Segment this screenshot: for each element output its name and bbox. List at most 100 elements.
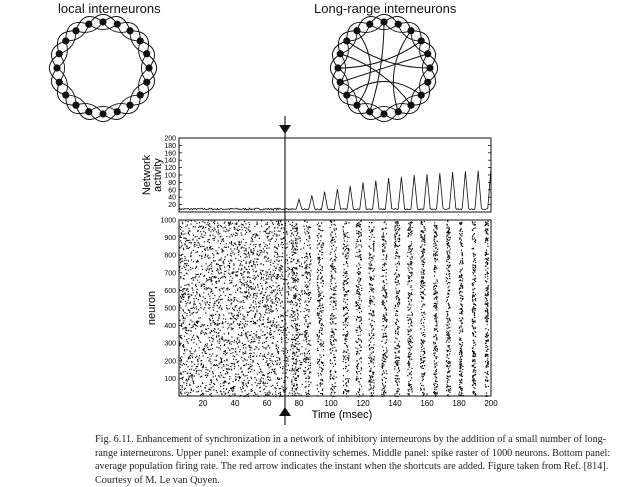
connection-arc [356, 105, 385, 120]
spike-dot-cloud [179, 220, 489, 398]
connection-arc [65, 95, 89, 115]
raster-y-tick-label: 800 [164, 253, 176, 260]
raster-x-tick-label: 40 [231, 399, 240, 408]
raster-y-tick-label: 700 [164, 270, 176, 277]
connection-arc [140, 40, 155, 69]
connection-arc [332, 40, 347, 69]
connection-arc [146, 53, 158, 83]
long-range-connection [392, 30, 412, 112]
connection-arc [337, 82, 357, 106]
interneuron-node [85, 20, 93, 28]
raster-y-tick-label: 300 [164, 341, 176, 348]
connection-arc [56, 30, 76, 54]
connection-arc [369, 111, 399, 123]
interneuron-node [366, 20, 374, 28]
connection-arc [427, 53, 439, 83]
connection-arc [51, 40, 66, 69]
raster-y-tick-label: 1000 [160, 218, 176, 225]
interneuron-node [336, 78, 344, 86]
connection-arc [88, 111, 118, 123]
down-arrow-icon [279, 125, 291, 134]
long-range-connection [369, 21, 385, 112]
connection-arc [102, 16, 131, 31]
interneuron-node [136, 37, 144, 45]
raster-y-axis-label: neuron [146, 291, 158, 325]
long-range-connection [346, 40, 431, 69]
interneuron-node [343, 37, 351, 45]
activity-y-tick-label: 140 [164, 158, 176, 165]
interneuron-node [99, 110, 107, 118]
raster-x-tick-label: 140 [388, 399, 402, 408]
connection-arc [140, 67, 155, 96]
activity-y-axis-label-line2: activity [152, 158, 164, 192]
raster-x-tick-label: 80 [295, 399, 304, 408]
raster-x-tick-label: 160 [420, 399, 434, 408]
interneuron-node [336, 50, 344, 58]
interneuron-node [85, 108, 93, 116]
connection-arc [346, 21, 370, 41]
connection-arc [130, 30, 150, 54]
spike-dots [179, 220, 489, 398]
connection-arc [332, 67, 347, 96]
interneuron-node [407, 101, 415, 109]
interneuron-node [334, 64, 342, 72]
interneuron-node [55, 78, 63, 86]
interneuron-node [424, 50, 432, 58]
activity-trace [178, 168, 492, 211]
activity-y-tick-label: 20 [168, 202, 176, 209]
connection-arc [421, 40, 436, 69]
interneuron-node [417, 37, 425, 45]
activity-y-tick-label: 80 [168, 180, 176, 187]
interneuron-node [353, 27, 361, 35]
connection-arc [356, 16, 385, 31]
connection-arc [421, 67, 436, 96]
up-arrow-icon [279, 407, 291, 416]
interneuron-node [366, 108, 374, 116]
interneuron-node [53, 64, 61, 72]
connection-arc [65, 21, 89, 41]
long-range-connection [346, 81, 422, 96]
interneuron-node [145, 64, 153, 72]
connection-arc [51, 67, 66, 96]
interneuron-node [143, 78, 151, 86]
local-connectivity-scheme [48, 13, 158, 123]
long-range-connectivity-scheme [329, 13, 439, 123]
interneuron-node [426, 64, 434, 72]
long-range-connection [340, 53, 428, 83]
connection-arc [411, 30, 431, 54]
raster-x-tick-label: 200 [484, 399, 498, 408]
activity-y-tick-label: 60 [168, 187, 176, 194]
interneuron-node [143, 50, 151, 58]
connection-arc [398, 21, 422, 41]
raster-x-axis-label: Time (msec) [312, 409, 373, 421]
activity-y-tick-label: 120 [164, 165, 176, 172]
interneuron-node [407, 27, 415, 35]
raster-y-tick-label: 500 [164, 306, 176, 313]
raster-x-tick-label: 20 [199, 399, 208, 408]
interneuron-node [380, 110, 388, 118]
interneuron-node [55, 50, 63, 58]
raster-y-tick-label: 100 [164, 376, 176, 383]
activity-y-tick-label: 160 [164, 150, 176, 157]
raster-y-tick-label: 400 [164, 323, 176, 330]
raster-x-tick-label: 120 [356, 399, 370, 408]
raster-x-tick-label: 180 [452, 399, 466, 408]
connection-arc [130, 82, 150, 106]
interneuron-node [424, 78, 432, 86]
interneuron-node [126, 27, 134, 35]
activity-y-tick-label: 40 [168, 195, 176, 202]
interneuron-node [99, 18, 107, 26]
activity-y-tick-label: 200 [164, 136, 176, 143]
long-range-connection [337, 40, 422, 69]
interneuron-node [417, 91, 425, 99]
interneuron-node [394, 108, 402, 116]
connection-arc [337, 30, 357, 54]
connection-arc [102, 105, 131, 120]
connection-arc [346, 95, 370, 115]
connection-arc [383, 16, 412, 31]
interneuron-node [394, 20, 402, 28]
raster-x-tick-label: 60 [263, 399, 272, 408]
interneuron-node [72, 101, 80, 109]
interneuron-node [72, 27, 80, 35]
